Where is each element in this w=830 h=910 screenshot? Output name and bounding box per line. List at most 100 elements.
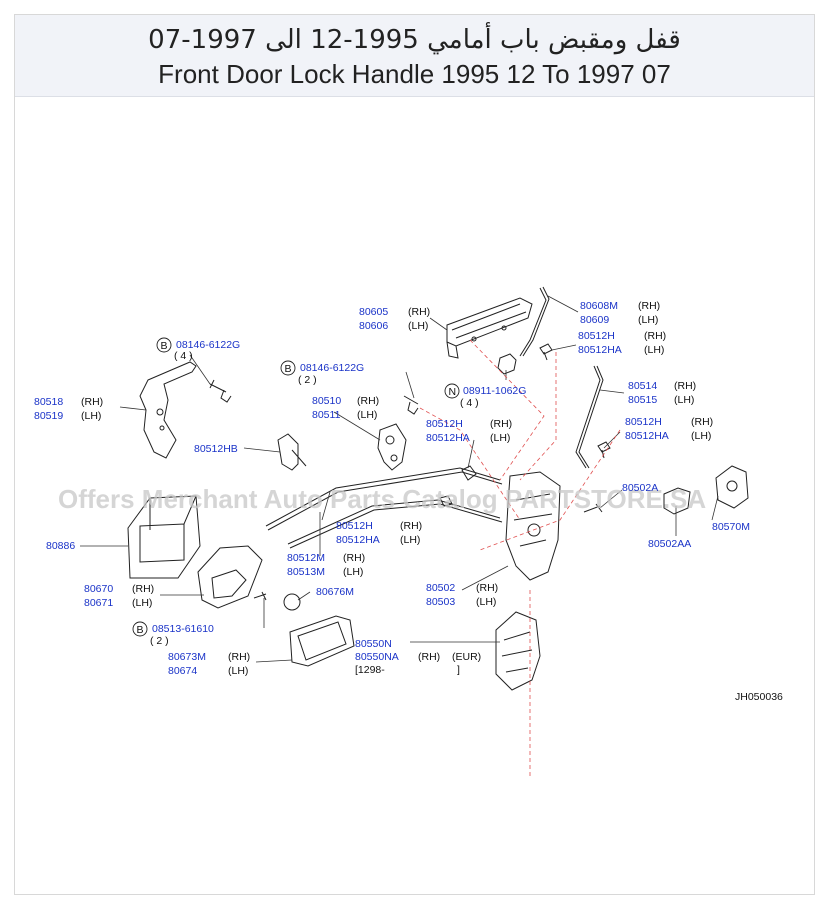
- side-label: (RH): [357, 395, 379, 407]
- date-range-end: ]: [457, 664, 460, 676]
- part-number-80511[interactable]: 80511: [312, 409, 341, 421]
- market-label: (EUR): [452, 651, 481, 663]
- part-number-80609[interactable]: 80609: [580, 314, 609, 326]
- part-number-80608m[interactable]: 80608M: [580, 300, 618, 312]
- callout-b3-circle: [132, 621, 148, 637]
- side-label: (LH): [81, 410, 101, 422]
- rod-clip-drawing: [539, 343, 553, 361]
- actuator-80550n-drawing: [495, 611, 541, 691]
- part-number-80512hb[interactable]: 80512HB: [194, 443, 238, 455]
- side-label: (LH): [674, 394, 694, 406]
- part-number-80502a[interactable]: 80502A: [622, 482, 658, 494]
- part-number-80512ha[interactable]: 80512HA: [578, 344, 622, 356]
- part-number-80502[interactable]: 80502: [426, 582, 455, 594]
- side-label: (LH): [400, 534, 420, 546]
- side-label: (RH): [343, 552, 365, 564]
- part-number-80512m[interactable]: 80512M: [287, 552, 325, 564]
- part-number-80512ha[interactable]: 80512HA: [336, 534, 380, 546]
- dashed-leader-lines: [419, 339, 621, 776]
- bracket-80518-drawing: [139, 361, 197, 459]
- side-label: (RH): [418, 651, 440, 663]
- rod-80512m-drawing: [265, 467, 501, 527]
- side-label: (RH): [644, 330, 666, 342]
- part-number-80513m[interactable]: 80513M: [287, 566, 325, 578]
- quantity-label: ( 4 ): [460, 397, 479, 409]
- part-number-80676m[interactable]: 80676M: [316, 586, 354, 598]
- watermark-text: Offers Merchant Auto Parts Catalog PARTS…: [58, 484, 706, 514]
- side-label: (LH): [490, 432, 510, 444]
- rod-80608m-drawing: [519, 287, 547, 357]
- side-label: (RH): [132, 583, 154, 595]
- inside-handle-drawing: [197, 545, 263, 609]
- side-label: (RH): [476, 582, 498, 594]
- clip-80512hb-drawing: [277, 433, 307, 471]
- latch-80570m-drawing: [715, 465, 749, 509]
- part-number-80512h[interactable]: 80512H: [336, 520, 373, 532]
- part-number-80514[interactable]: 80514: [628, 380, 657, 392]
- side-label: (RH): [674, 380, 696, 392]
- part-number-80512h[interactable]: 80512H: [625, 416, 662, 428]
- part-number-08911-1062g[interactable]: 08911-1062G: [463, 385, 526, 397]
- bolt-08146-left-drawing: [209, 379, 232, 403]
- side-label: (RH): [490, 418, 512, 430]
- part-number-80518[interactable]: 80518: [34, 396, 63, 408]
- side-label: (LH): [644, 344, 664, 356]
- callout-b1-letter: B: [161, 340, 168, 352]
- side-label: (RH): [638, 300, 660, 312]
- part-number-80670[interactable]: 80670: [84, 583, 113, 595]
- part-number-80515[interactable]: 80515: [628, 394, 657, 406]
- part-number-80512h[interactable]: 80512H: [578, 330, 615, 342]
- diagram-frame: قفل ومقبض باب أمامي 1995-12 الى 1997-07 …: [14, 14, 815, 895]
- side-label: (RH): [81, 396, 103, 408]
- side-label: (LH): [357, 409, 377, 421]
- part-number-80512h[interactable]: 80512H: [426, 418, 463, 430]
- page-header: قفل ومقبض باب أمامي 1995-12 الى 1997-07 …: [15, 15, 814, 97]
- part-number-80550n[interactable]: 80550N: [355, 638, 392, 650]
- part-number-80671[interactable]: 80671: [84, 597, 113, 609]
- side-label: (LH): [691, 430, 711, 442]
- quantity-label: ( 2 ): [298, 374, 317, 386]
- part-number-80606[interactable]: 80606: [359, 320, 388, 332]
- part-number-80510[interactable]: 80510: [312, 395, 341, 407]
- part-number-80512ha[interactable]: 80512HA: [426, 432, 470, 444]
- callout-b2-circle: [280, 360, 296, 376]
- part-number-08146-6122g[interactable]: 08146-6122G: [176, 339, 240, 351]
- quantity-label: ( 2 ): [150, 635, 169, 647]
- side-label: (RH): [228, 651, 250, 663]
- outside-handle-drawing: [446, 297, 533, 359]
- rod-80514-drawing: [575, 365, 601, 469]
- part-number-80550na[interactable]: 80550NA: [355, 651, 399, 663]
- part-number-80674[interactable]: 80674: [168, 665, 197, 677]
- escutcheon-drawing: [289, 615, 355, 667]
- part-number-80570m[interactable]: 80570M: [712, 521, 750, 533]
- part-number-80512ha[interactable]: 80512HA: [625, 430, 669, 442]
- part-number-80519[interactable]: 80519: [34, 410, 63, 422]
- page-title-arabic: قفل ومقبض باب أمامي 1995-12 الى 1997-07: [148, 25, 681, 55]
- part-number-80605[interactable]: 80605: [359, 306, 388, 318]
- quantity-label: ( 4 ): [174, 350, 193, 362]
- part-number-80886[interactable]: 80886: [46, 540, 75, 552]
- part-number-80503[interactable]: 80503: [426, 596, 455, 608]
- cover-80502aa-drawing: [663, 487, 691, 515]
- part-number-80673m[interactable]: 80673M: [168, 651, 206, 663]
- side-label: (RH): [400, 520, 422, 532]
- date-range-start: [1298-: [355, 664, 385, 676]
- side-label: (LH): [638, 314, 658, 326]
- callout-b3-letter: B: [137, 624, 144, 636]
- callout-b1-circle: [156, 337, 172, 353]
- cap-80676m-drawing: [283, 593, 301, 611]
- part-number-08146-6122g[interactable]: 08146-6122G: [300, 362, 364, 374]
- side-label: (RH): [691, 416, 713, 428]
- page-title-english: Front Door Lock Handle 1995 12 To 1997 0…: [158, 59, 671, 89]
- part-number-80502aa[interactable]: 80502AA: [648, 538, 691, 550]
- callout-n-circle: [444, 383, 460, 399]
- diagram-code: JH050036: [735, 691, 783, 703]
- nut-drawing: [497, 353, 517, 375]
- side-label: (RH): [408, 306, 430, 318]
- bell-crank-drawing: [377, 423, 407, 471]
- part-number-08513-61610[interactable]: 08513-61610: [152, 623, 214, 635]
- callout-n-letter: N: [449, 386, 457, 398]
- side-label: (LH): [132, 597, 152, 609]
- side-label: (LH): [408, 320, 428, 332]
